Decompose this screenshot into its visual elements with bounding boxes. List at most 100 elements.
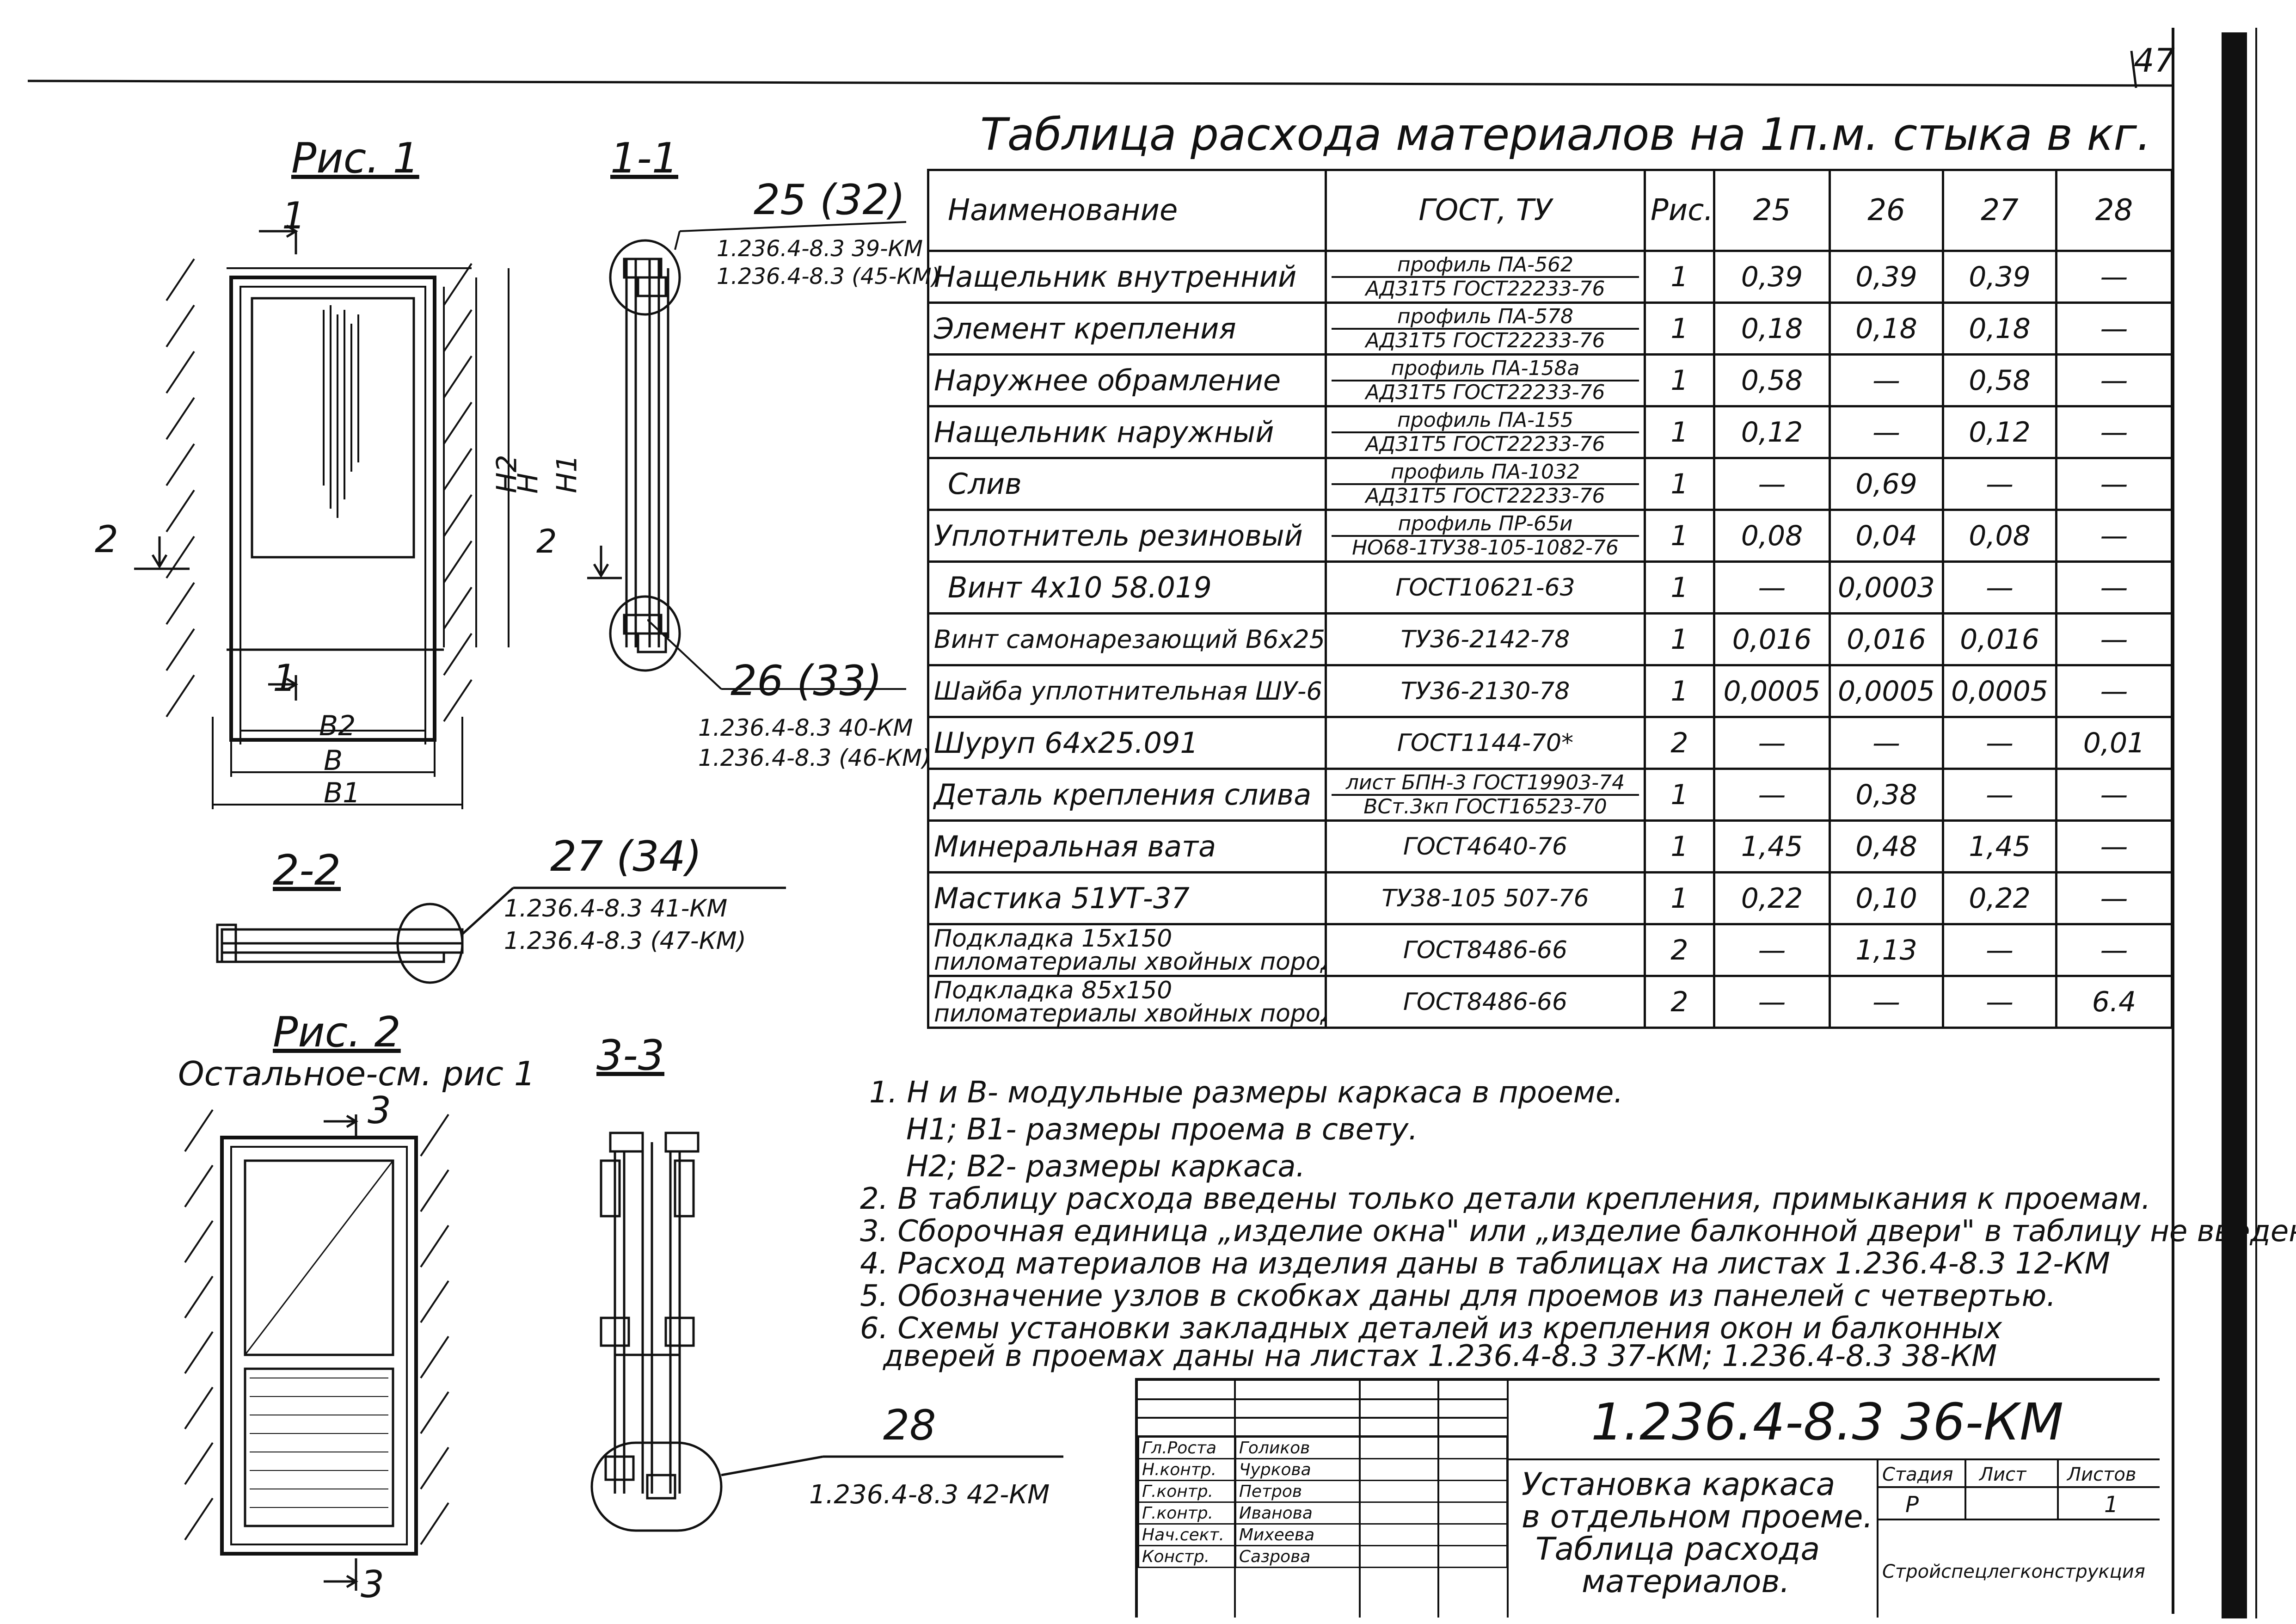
person-name: Чуркова	[1234, 1458, 1361, 1481]
cell-28: —	[2055, 405, 2173, 459]
person-name: Сазрова	[1234, 1545, 1361, 1568]
cell-25: 0,08	[1713, 509, 1831, 563]
dim-b: В	[324, 744, 343, 777]
node-leaders	[647, 221, 907, 690]
note-line: 1. Н и В- модульные размеры каркаса в пр…	[869, 1076, 1623, 1110]
fig2-label: Рис. 2	[273, 1008, 401, 1057]
cell-26: —	[1829, 716, 1944, 770]
gost-top: профиль ПА-562	[1332, 253, 1639, 278]
fig1-cut-2: 2	[95, 518, 118, 561]
section-2-2-drawing	[216, 886, 786, 984]
cell-27: 0,08	[1942, 509, 2057, 563]
cell-fig: 1	[1644, 405, 1715, 459]
cell-27: 0,18	[1942, 301, 2057, 356]
cell-27: 0,58	[1942, 353, 2057, 407]
person-name: Михеева	[1234, 1523, 1361, 1546]
organization: Стройспецлегконструкция	[1882, 1561, 2145, 1582]
section-2-2-label: 2-2	[273, 846, 341, 895]
cell-gost: ГОСТ4640-76	[1325, 819, 1646, 874]
note-line: 4. Расход материалов на изделия даны в т…	[860, 1247, 2110, 1281]
cell-25: —	[1713, 457, 1831, 511]
table-header-row: Наименование ГОСТ, ТУ Рис. 25 26 27 28	[927, 169, 2173, 252]
cell-26: 0,18	[1829, 301, 1944, 356]
cell-name: Слив	[927, 457, 1327, 511]
cell-26: —	[1829, 975, 1944, 1029]
signature	[1359, 1545, 1439, 1568]
title-block-grid	[1138, 1381, 2160, 1618]
cell-fig: 1	[1644, 353, 1715, 407]
cell-fig: 2	[1644, 923, 1715, 977]
cell-27: 0,016	[1942, 612, 2057, 666]
cell-27: 0,12	[1942, 405, 2057, 459]
cell-28: —	[2055, 560, 2173, 615]
header-fig: Рис.	[1644, 169, 1715, 252]
cell-26: 0,016	[1829, 612, 1944, 666]
cell-25: —	[1713, 560, 1831, 615]
cell-fig: 1	[1644, 457, 1715, 511]
role: Нач.сект.	[1138, 1523, 1236, 1546]
name-line-1: Подкладка 15х150	[934, 924, 1173, 953]
table-row: Винт самонарезающий В6х25 ТУ36-2142-78 1…	[927, 612, 2173, 666]
header-26: 26	[1829, 169, 1944, 252]
cell-25: 0,22	[1713, 871, 1831, 925]
title-line: Установка каркаса	[1522, 1466, 1836, 1503]
cell-name: Наружнее обрамление	[927, 353, 1327, 407]
cell-fig: 1	[1644, 768, 1715, 822]
cell-25: 0,12	[1713, 405, 1831, 459]
cell-28: —	[2055, 923, 2173, 977]
cell-name: Деталь крепления слива	[927, 768, 1327, 822]
cell-28: —	[2055, 353, 2173, 407]
gost-top: профиль ПА-1032	[1332, 461, 1639, 485]
cell-gost: ТУ38-105 507-76	[1325, 871, 1646, 925]
table-row: Мастика 51УТ-37 ТУ38-105 507-76 1 0,22 0…	[927, 871, 2173, 925]
cell-name: Нащельник внутренний	[927, 250, 1327, 304]
cell-fig: 1	[1644, 250, 1715, 304]
cell-26: 0,0005	[1829, 664, 1944, 718]
title-line: в отдельном проеме.	[1522, 1499, 1873, 1535]
cell-25: —	[1713, 716, 1831, 770]
cell-gost: ГОСТ8486-66	[1325, 923, 1646, 977]
gost-top: профиль ПА-155	[1332, 409, 1639, 433]
cell-26: 0,0003	[1829, 560, 1944, 615]
cell-27: —	[1942, 768, 2057, 822]
cell-gost: ГОСТ10621-63	[1325, 560, 1646, 615]
node-26-ref-1: 1.236.4-8.3 40-КМ	[698, 714, 913, 741]
node-25-label: 25 (32)	[754, 176, 905, 224]
node-27-label: 27 (34)	[550, 832, 702, 881]
note-line: дверей в проемах даны на листах 1.236.4-…	[883, 1339, 1997, 1373]
cell-26: —	[1829, 353, 1944, 407]
section-3-3-label: 3-3	[596, 1031, 664, 1080]
node-28-ref: 1.236.4-8.3 42-КМ	[809, 1480, 1050, 1510]
cell-name: Винт 4х10 58.019	[927, 560, 1327, 615]
fig1-drawing	[134, 224, 510, 809]
cell-28: —	[2055, 612, 2173, 666]
gost-bottom: АД31Т5 ГОСТ22233-76	[1365, 328, 1605, 352]
cell-name: Элемент крепления	[927, 301, 1327, 356]
cell-26: 0,69	[1829, 457, 1944, 511]
fig2-drawing	[184, 1109, 449, 1591]
gost-bottom: НО68-1ТУ38-105-1082-76	[1352, 535, 1619, 560]
header-name: Наименование	[927, 169, 1327, 252]
gost-top: профиль ПА-578	[1332, 305, 1639, 330]
gost-top: профиль ПА-158а	[1332, 357, 1639, 381]
table-row: Винт 4х10 58.019 ГОСТ10621-63 1 — 0,0003…	[927, 560, 2173, 615]
dim-b1: В1	[324, 777, 361, 809]
section-1-1-drawing	[587, 239, 681, 672]
table-row: Шайба уплотнительная ШУ-6 ТУ36-2130-78 1…	[927, 664, 2173, 718]
gost-bottom: ВСт.3кп ГОСТ16523-70	[1363, 794, 1607, 818]
title-line: Таблица расхода	[1535, 1531, 1820, 1568]
sheet-number: 47	[2134, 42, 2175, 80]
signature	[1359, 1458, 1439, 1481]
header-28: 28	[2055, 169, 2173, 252]
gost-bottom: АД31Т5 ГОСТ22233-76	[1365, 380, 1605, 404]
cell-gost: ГОСТ1144-70*	[1325, 716, 1646, 770]
cell-fig: 1	[1644, 301, 1715, 356]
cell-25: 0,39	[1713, 250, 1831, 304]
